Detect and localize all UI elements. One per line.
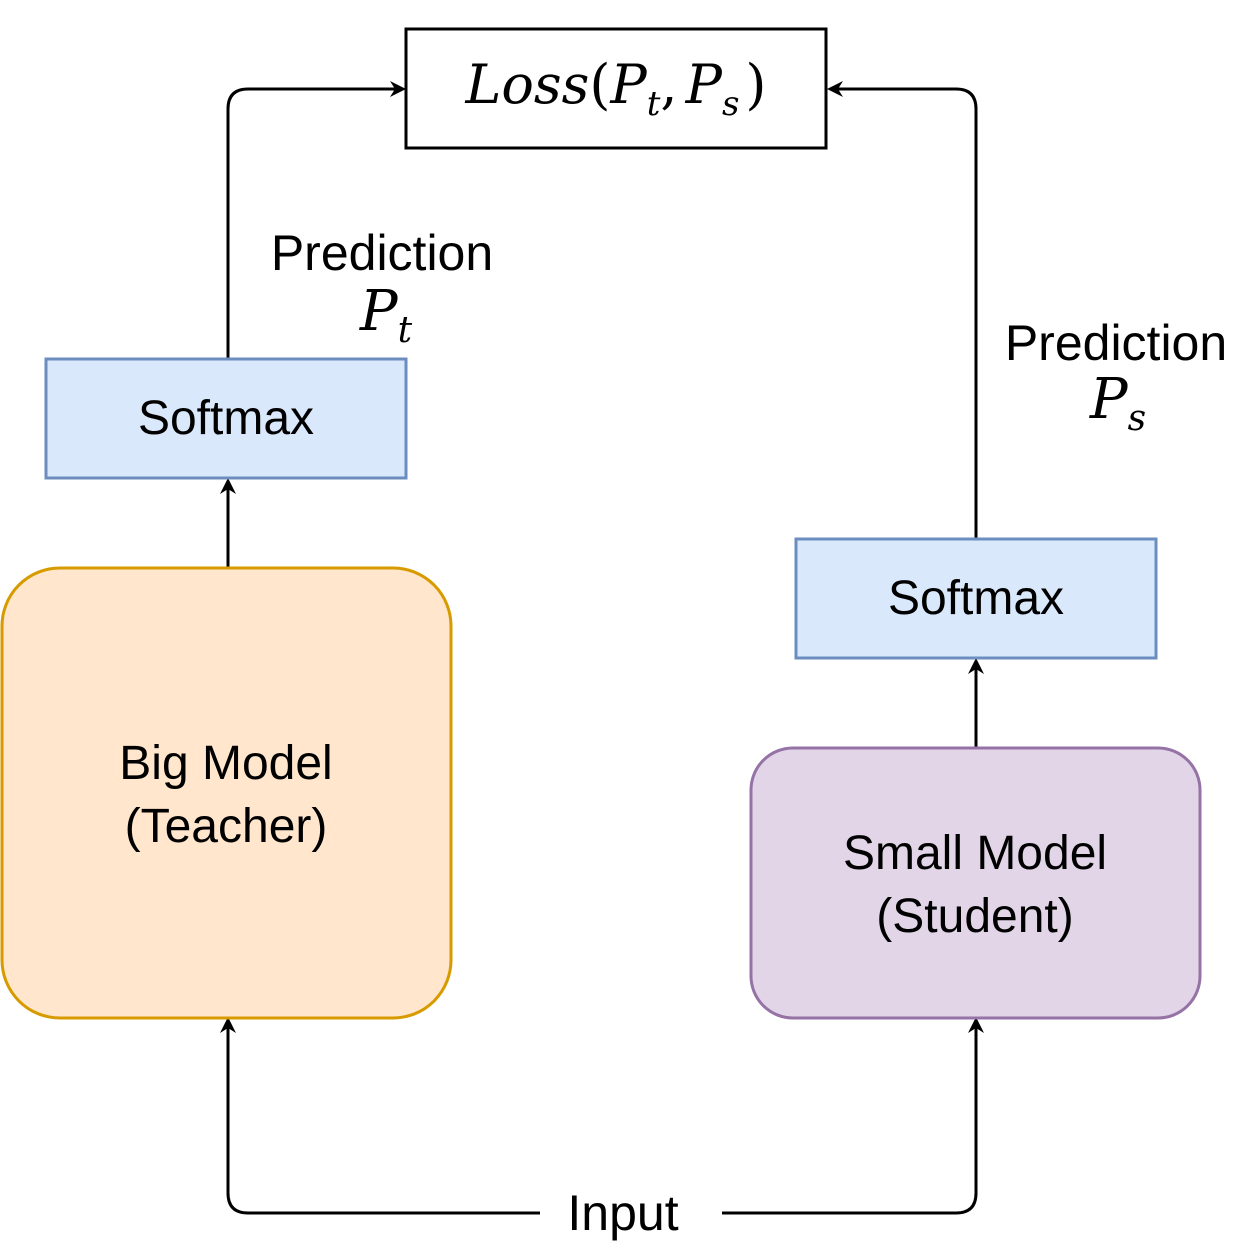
teacher-model-role: (Teacher) xyxy=(125,800,328,853)
teacher-softmax-box: Softmax xyxy=(44,357,408,480)
student-prediction-label: Prediction xyxy=(1005,315,1227,371)
student-softmax-label: Softmax xyxy=(888,572,1064,625)
arrow-input-to-teacher xyxy=(220,1017,540,1215)
teacher-softmax-label: Softmax xyxy=(138,392,314,445)
teacher-model-name: Big Model xyxy=(119,737,332,790)
arrow-teacher-softmax-to-loss xyxy=(226,81,406,358)
student-model-box: Small Model (Student) xyxy=(749,746,1202,1020)
teacher-prediction-symbol: Pt xyxy=(359,279,413,351)
input-label: Input xyxy=(567,1185,678,1241)
arrow-input-to-student xyxy=(722,1017,984,1215)
teacher-prediction-label: Prediction xyxy=(271,225,493,281)
student-prediction-symbol: Ps xyxy=(1089,367,1146,439)
student-model-name: Small Model xyxy=(843,827,1107,880)
loss-formula: Loss(Pt,Ps) xyxy=(465,53,767,124)
student-model-role: (Student) xyxy=(876,890,1073,943)
loss-box: Loss(Pt,Ps) xyxy=(404,27,828,150)
arrow-student-softmax-to-loss xyxy=(827,81,978,538)
teacher-model-box: Big Model (Teacher) xyxy=(0,566,453,1020)
student-softmax-box: Softmax xyxy=(794,537,1158,660)
